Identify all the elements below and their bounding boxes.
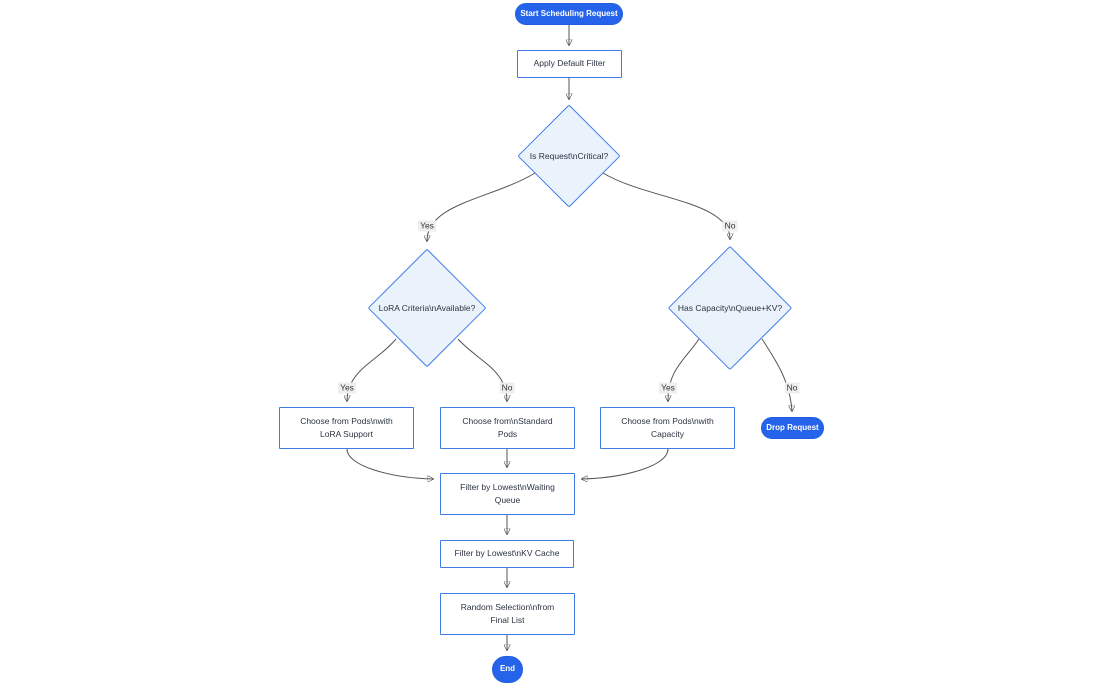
node-label: Choose from\nStandard Pods xyxy=(462,415,553,439)
edge-chooselora-filter xyxy=(346,448,433,479)
node-label: End xyxy=(499,664,516,674)
node-choose-pods-lora-support: Choose from Pods\nwith LoRA Support xyxy=(279,407,414,449)
node-label: LoRA Criteria\nAvailable? xyxy=(378,302,476,313)
edge-label-critical-yes: Yes xyxy=(418,220,436,232)
edge-label-capacity-no: No xyxy=(784,382,800,394)
node-label: Is Request\nCritical? xyxy=(529,151,609,161)
node-label: Apply Default Filter xyxy=(533,58,606,69)
edge-label-capacity-yes: Yes xyxy=(659,382,677,394)
node-label: Has Capacity\nQueue+KV? xyxy=(677,302,783,313)
node-drop-request: Drop Request xyxy=(761,417,824,439)
node-choose-pods-capacity: Choose from Pods\nwith Capacity xyxy=(600,407,735,449)
node-label: Filter by Lowest\nWaiting Queue xyxy=(460,481,555,505)
node-label: Choose from Pods\nwith Capacity xyxy=(621,415,714,439)
node-label: Choose from Pods\nwith LoRA Support xyxy=(300,415,393,439)
node-choose-standard-pods: Choose from\nStandard Pods xyxy=(440,407,575,449)
node-random-selection-final-list: Random Selection\nfrom Final List xyxy=(440,593,575,635)
node-label: Start Scheduling Request xyxy=(520,8,618,18)
edge-label-critical-no: No xyxy=(722,220,738,232)
node-label: Random Selection\nfrom Final List xyxy=(460,601,555,625)
node-filter-lowest-waiting-queue: Filter by Lowest\nWaiting Queue xyxy=(440,473,575,515)
node-label: Drop Request xyxy=(766,422,819,432)
node-start-scheduling-request: Start Scheduling Request xyxy=(515,3,623,25)
node-label: Filter by Lowest\nKV Cache xyxy=(454,548,560,559)
node-filter-lowest-kv-cache: Filter by Lowest\nKV Cache xyxy=(440,540,574,568)
decision-lora-criteria-available: LoRA Criteria\nAvailable? xyxy=(367,247,487,368)
edge-label-lora-no: No xyxy=(499,382,515,394)
edge-capacity-no xyxy=(761,338,792,411)
decision-has-capacity-queue-kv: Has Capacity\nQueue+KV? xyxy=(667,245,793,370)
edge-choosecap-filter xyxy=(582,448,669,479)
node-apply-default-filter: Apply Default Filter xyxy=(517,50,622,78)
decision-is-request-critical: Is Request\nCritical? xyxy=(517,104,621,208)
node-end: End xyxy=(492,656,523,683)
edge-critical-no xyxy=(602,172,730,239)
edge-label-lora-yes: Yes xyxy=(338,382,356,394)
